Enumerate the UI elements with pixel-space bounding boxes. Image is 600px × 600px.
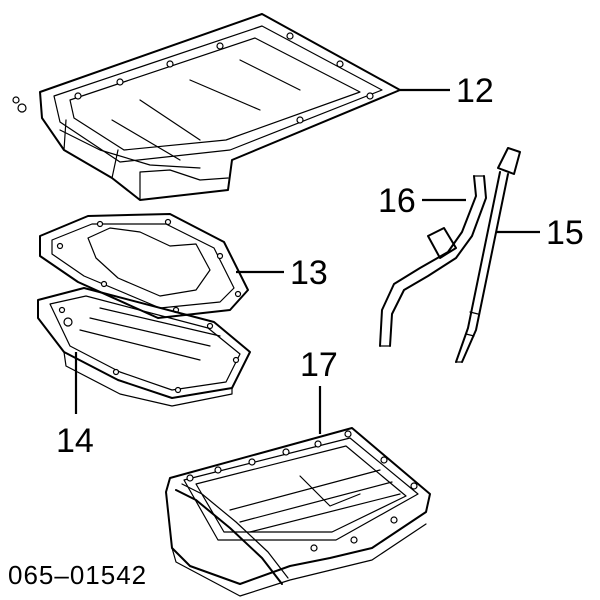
part-label-15: 15 — [546, 214, 584, 252]
part-label-13: 13 — [290, 254, 328, 292]
part-label-14: 14 — [56, 422, 94, 460]
part-14-lower-pan — [37, 287, 251, 407]
diagram-code: 065–01542 — [8, 560, 147, 590]
part-label-12: 12 — [456, 72, 494, 110]
part-16-dipstick-guide — [379, 175, 487, 347]
part-label-16: 16 — [378, 182, 416, 220]
part-label-17: 17 — [300, 346, 338, 384]
part-13-gasket — [39, 213, 249, 319]
part-15-dipstick — [455, 147, 521, 363]
part-17-oil-pan — [165, 427, 431, 597]
part-12-upper-oil-pan — [12, 13, 401, 201]
